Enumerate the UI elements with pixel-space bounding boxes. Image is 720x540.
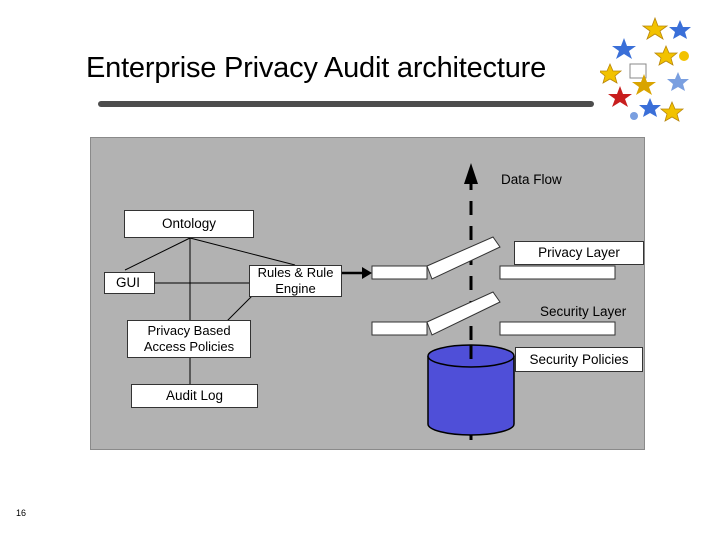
privacy-layer-switch (426, 236, 501, 280)
security-layer-input-gate (371, 321, 428, 336)
arrowhead-icon (362, 267, 372, 279)
page-number: 16 (16, 508, 27, 518)
connector-ontology-rules (189, 237, 296, 266)
privacy-layer-label: Privacy Layer (514, 241, 644, 265)
security-layer-output-gate (499, 321, 616, 336)
gui-box: GUI (104, 272, 155, 294)
audit-log-box: Audit Log (131, 384, 258, 408)
rules-engine-box: Rules & Rule Engine (249, 265, 342, 297)
title-underline (98, 101, 594, 107)
ontology-box: Ontology (124, 210, 254, 238)
privacy-layer-output-gate (499, 265, 616, 280)
data-flow-label: Data Flow (501, 172, 562, 187)
security-policies-box: Security Policies (515, 347, 643, 372)
eu-stars-logo (600, 16, 691, 122)
privacy-layer-input-gate (371, 265, 428, 280)
database-icon (427, 344, 515, 436)
security-layer-label: Security Layer (540, 304, 627, 319)
connector-ontology-gui (124, 237, 191, 271)
security-layer-switch (426, 291, 501, 336)
data-flow-arrowhead-icon (464, 163, 478, 184)
slide-title: Enterprise Privacy Audit architecture (86, 52, 547, 84)
privacy-policies-box: Privacy Based Access Policies (127, 320, 251, 358)
